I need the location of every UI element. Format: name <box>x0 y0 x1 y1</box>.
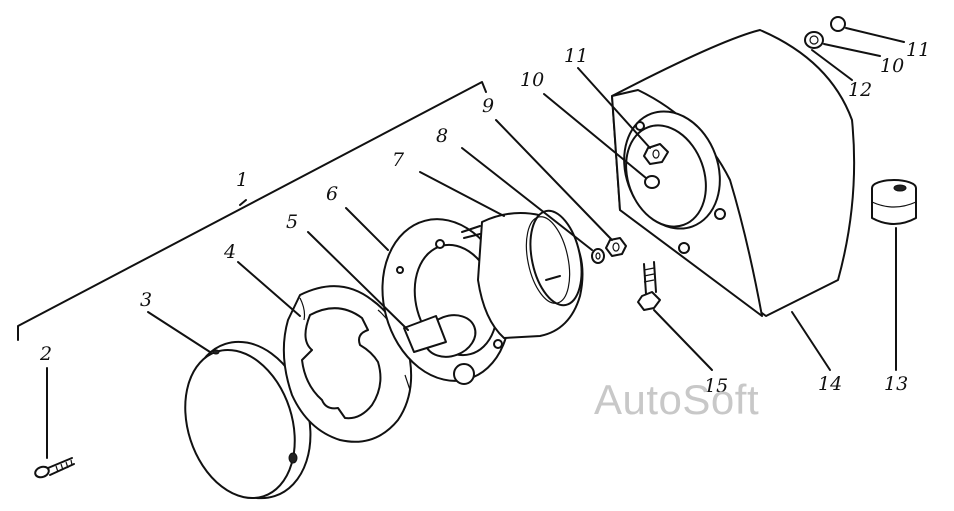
label-14: 14 <box>818 373 842 395</box>
part-bulb <box>307 231 477 385</box>
part-hardware-top <box>804 16 905 81</box>
label-3: 3 <box>140 289 152 311</box>
part-rubber-bushing <box>871 179 917 371</box>
label-2: 2 <box>39 343 52 365</box>
part-mounting-bracket <box>611 29 856 371</box>
label-5: 5 <box>286 211 298 233</box>
part-bolt <box>637 261 713 371</box>
label-11-top: 11 <box>906 39 930 61</box>
callout-labels: 1 2 3 4 5 6 7 8 9 10 11 11 10 12 13 14 1… <box>39 39 930 397</box>
part-nut <box>495 119 627 257</box>
part-housing-body <box>419 171 584 339</box>
part-nut-and-washer-inner <box>543 67 669 189</box>
part-gasket <box>237 261 413 443</box>
label-6: 6 <box>326 183 338 205</box>
label-10-top: 10 <box>880 55 904 77</box>
label-12: 12 <box>848 79 872 101</box>
label-13: 13 <box>884 373 908 395</box>
assembly-bracket <box>17 81 487 341</box>
label-9: 9 <box>482 95 494 117</box>
label-10-inner: 10 <box>520 69 544 91</box>
label-4: 4 <box>223 241 236 263</box>
label-7: 7 <box>392 149 405 171</box>
part-screw <box>34 367 75 479</box>
label-15: 15 <box>704 375 728 397</box>
label-8: 8 <box>436 125 448 147</box>
watermark-text: AutoSoft <box>594 376 760 423</box>
part-lock-washer <box>461 147 605 264</box>
part-lens-cover <box>147 311 312 500</box>
label-11-inner: 11 <box>564 45 588 67</box>
label-1: 1 <box>236 169 248 191</box>
